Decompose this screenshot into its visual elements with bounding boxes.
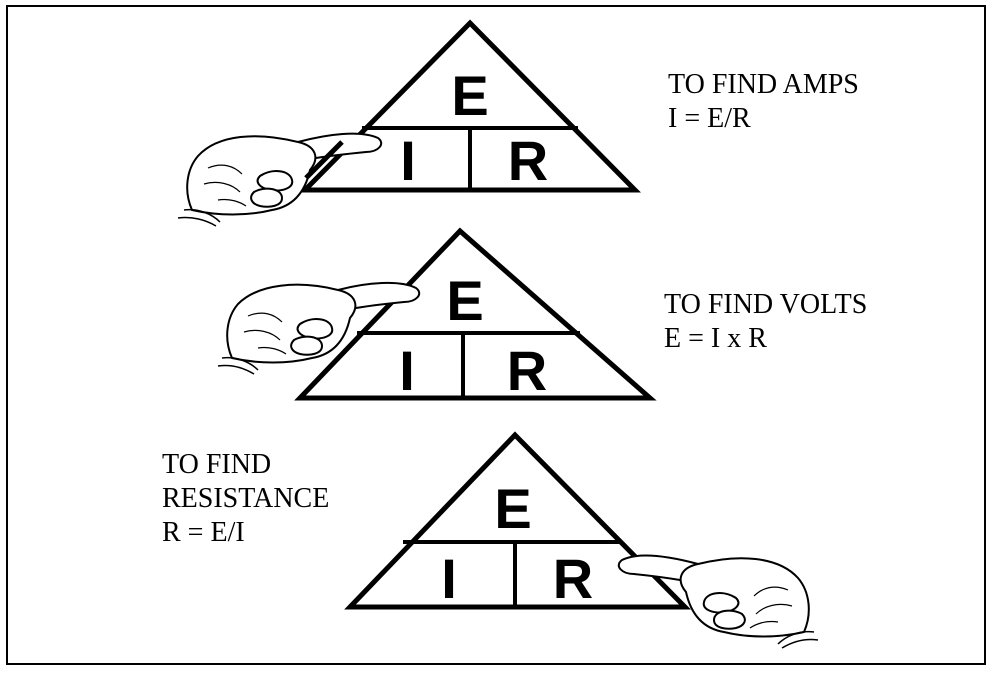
triangle-letter-r: R: [507, 339, 547, 402]
triangle-letter-e: E: [494, 477, 531, 540]
figure-frame: [6, 5, 986, 665]
caption-resistance: TO FIND RESISTANCE R = E/I: [162, 448, 329, 550]
triangle-letter-i: I: [400, 129, 416, 192]
caption-resistance-formula: R = E/I: [162, 517, 245, 548]
ohms-law-triangle-amps: E I R: [299, 19, 641, 193]
ohms-law-triangle-resistance: E I R: [344, 431, 691, 610]
caption-amps: TO FIND AMPS I = E/R: [668, 68, 859, 136]
triangle-letter-r: R: [508, 129, 548, 192]
caption-amps-formula: I = E/R: [668, 103, 751, 134]
caption-volts-heading: TO FIND VOLTS: [664, 289, 868, 320]
pointing-hand-icon: [177, 132, 383, 227]
pointing-hand-icon: [217, 281, 421, 375]
pointing-hand-icon: [617, 554, 819, 649]
triangle-letter-e: E: [446, 269, 483, 332]
triangle-letter-r: R: [553, 547, 593, 610]
triangle-letter-i: I: [441, 547, 457, 610]
caption-resistance-heading-line2: RESISTANCE: [162, 483, 330, 514]
caption-volts-formula: E = I x R: [664, 323, 767, 354]
ohms-law-triangle-volts: E I R: [294, 227, 657, 402]
caption-resistance-heading-line1: TO FIND: [162, 449, 272, 480]
caption-volts: TO FIND VOLTS E = I x R: [664, 288, 867, 356]
triangle-letter-e: E: [451, 64, 488, 127]
caption-amps-heading: TO FIND AMPS: [668, 69, 859, 100]
triangle-letter-i: I: [399, 339, 415, 402]
